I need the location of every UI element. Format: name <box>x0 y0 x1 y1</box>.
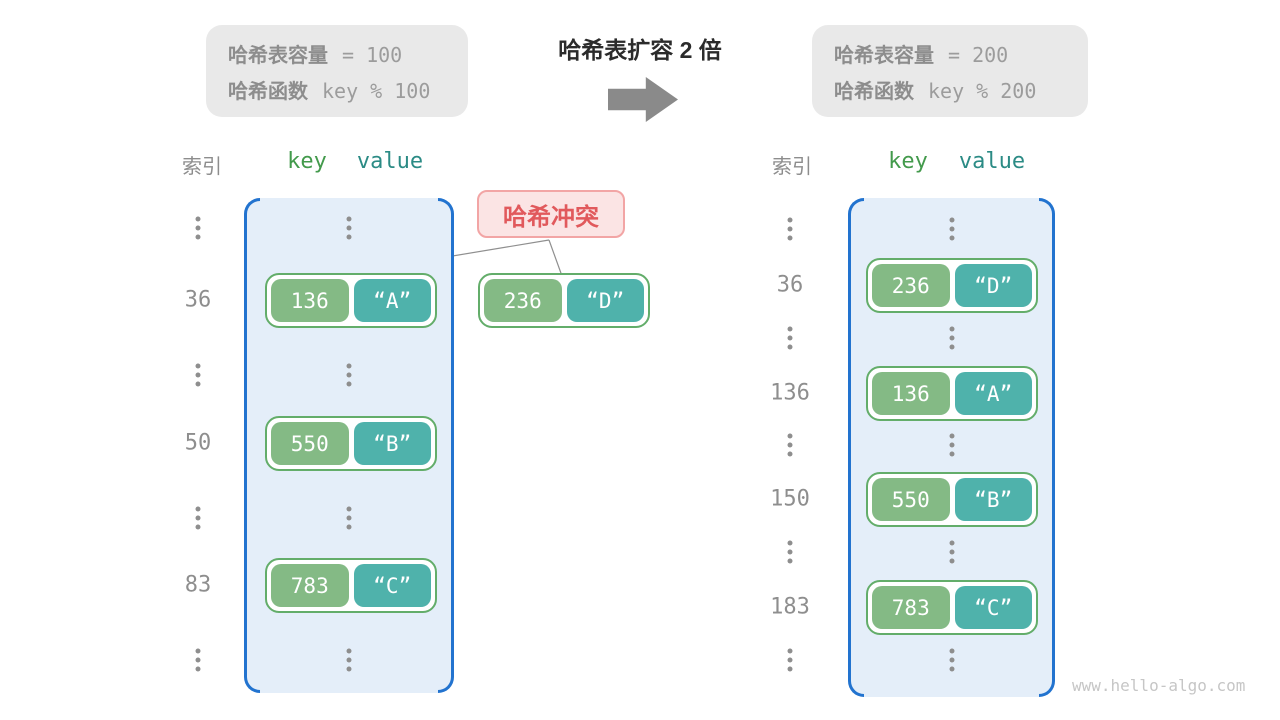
value-cell: “D” <box>566 279 644 322</box>
index-label: 183 <box>770 594 810 620</box>
index-label: 136 <box>770 380 810 406</box>
index-header: 索引 <box>772 156 812 178</box>
kv-pair: 783 “C” <box>866 580 1038 635</box>
after-info-box: 哈希表容量 = 200 哈希函数 key % 200 <box>812 25 1088 117</box>
collision-line-right <box>548 239 563 277</box>
value-header: value <box>356 149 424 174</box>
ellipsis-dots <box>195 506 201 530</box>
key-cell: 136 <box>271 279 349 322</box>
kv-pair: 136 “A” <box>866 366 1038 421</box>
key-header: key <box>287 149 327 174</box>
value-cell: “A” <box>954 372 1032 415</box>
ellipsis-dots <box>787 217 793 241</box>
key-cell: 236 <box>872 264 950 307</box>
value-cell: “A” <box>353 279 431 322</box>
value-cell: “B” <box>353 422 431 465</box>
value-cell: “C” <box>353 564 431 607</box>
ellipsis-dots <box>787 326 793 350</box>
key-cell: 550 <box>271 422 349 465</box>
value-cell: “C” <box>954 586 1032 629</box>
watermark: www.hello-algo.com <box>1072 676 1246 695</box>
kv-pair: 550 “B” <box>265 416 437 471</box>
ellipsis-dots <box>787 648 793 672</box>
key-cell: 236 <box>484 279 562 322</box>
kv-pair: 550 “B” <box>866 472 1038 527</box>
value-header: value <box>958 149 1026 174</box>
key-header: key <box>888 149 928 174</box>
index-header: 索引 <box>182 156 222 178</box>
kv-pair: 783 “C” <box>265 558 437 613</box>
index-label: 36 <box>776 272 804 298</box>
colliding-kv-pair: 236 “D” <box>478 273 650 328</box>
key-cell: 136 <box>872 372 950 415</box>
capacity-label: 哈希表容量 <box>228 44 328 67</box>
index-label: 150 <box>770 486 810 512</box>
ellipsis-dots <box>787 433 793 457</box>
hash-fn-value: key % 100 <box>322 78 431 103</box>
ellipsis-dots <box>949 648 955 672</box>
capacity-value: = 100 <box>342 42 403 67</box>
left-bracket <box>244 198 260 693</box>
before-capacity-line: 哈希表容量 = 100 <box>228 39 446 68</box>
ellipsis-dots <box>346 363 352 387</box>
hash-fn-value: key % 200 <box>928 78 1037 103</box>
right-arrow-icon <box>608 77 678 122</box>
capacity-label: 哈希表容量 <box>834 44 934 67</box>
after-capacity-line: 哈希表容量 = 200 <box>834 39 1066 68</box>
index-label: 36 <box>184 287 212 313</box>
value-cell: “B” <box>954 478 1032 521</box>
ellipsis-dots <box>346 216 352 240</box>
expand-title: 哈希表扩容 2 倍 <box>558 37 722 63</box>
ellipsis-dots <box>346 506 352 530</box>
hash-fn-label: 哈希函数 <box>834 80 914 103</box>
hash-fn-label: 哈希函数 <box>228 80 308 103</box>
ellipsis-dots <box>787 540 793 564</box>
after-hashfn-line: 哈希函数 key % 200 <box>834 75 1066 104</box>
capacity-value: = 200 <box>948 42 1009 67</box>
kv-pair: 236 “D” <box>866 258 1038 313</box>
before-info-box: 哈希表容量 = 100 哈希函数 key % 100 <box>206 25 468 117</box>
ellipsis-dots <box>949 326 955 350</box>
right-bracket <box>1039 198 1055 697</box>
ellipsis-dots <box>195 216 201 240</box>
ellipsis-dots <box>195 648 201 672</box>
collision-callout: 哈希冲突 <box>477 190 625 238</box>
ellipsis-dots <box>949 217 955 241</box>
value-cell: “D” <box>954 264 1032 307</box>
left-bracket <box>848 198 864 697</box>
right-bracket <box>438 198 454 693</box>
ellipsis-dots <box>195 363 201 387</box>
ellipsis-dots <box>949 433 955 457</box>
ellipsis-dots <box>949 540 955 564</box>
kv-pair: 136 “A” <box>265 273 437 328</box>
key-cell: 550 <box>872 478 950 521</box>
ellipsis-dots <box>346 648 352 672</box>
key-cell: 783 <box>872 586 950 629</box>
before-hashfn-line: 哈希函数 key % 100 <box>228 75 446 104</box>
index-label: 83 <box>184 572 212 598</box>
index-label: 50 <box>184 430 212 456</box>
key-cell: 783 <box>271 564 349 607</box>
